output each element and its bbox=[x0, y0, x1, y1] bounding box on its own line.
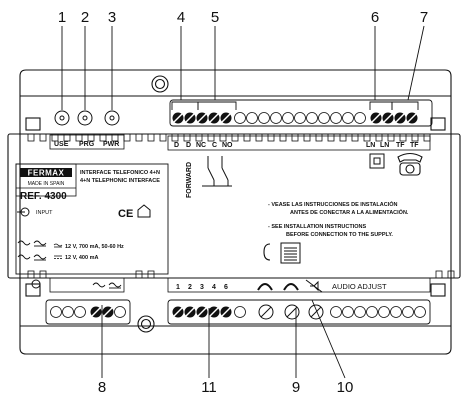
volume-arc-2-icon bbox=[283, 283, 299, 291]
made-in-text: MADE IN SPAIN bbox=[28, 181, 65, 187]
audio-pot-1 bbox=[258, 304, 274, 320]
bottom-right-terminal-block bbox=[167, 299, 431, 325]
lower-strip bbox=[49, 277, 431, 293]
label-card: FERMAX MADE IN SPAIN REF. 4300 INTERFACE… bbox=[15, 163, 169, 275]
terminal-label-ln2: LN bbox=[380, 142, 389, 149]
callout-7: 7 bbox=[420, 9, 428, 26]
product-name-en: 4+N TELEPHONIC INTERFACE bbox=[80, 178, 160, 184]
ac-symbol-icon bbox=[17, 240, 47, 261]
handset-icon bbox=[263, 243, 271, 261]
line-socket-icon bbox=[369, 153, 385, 169]
terminal-label-c: C bbox=[212, 142, 217, 149]
led-use bbox=[54, 110, 70, 126]
led-label-prg: PRG bbox=[79, 141, 95, 148]
relay-contact-symbol bbox=[202, 156, 232, 187]
terminal-label-nc: NC bbox=[196, 142, 206, 149]
bottom-terminal-6: 6 bbox=[224, 284, 228, 291]
bottom-terminal-3: 3 bbox=[200, 284, 204, 291]
note-en-line1: - SEE INSTALLATION INSTRUCTIONS bbox=[268, 224, 367, 230]
callout-4: 4 bbox=[177, 9, 185, 26]
power-ac-terminal-icon bbox=[92, 282, 122, 289]
bottom-terminal-2: 2 bbox=[188, 284, 192, 291]
callout-9: 9 bbox=[292, 379, 300, 396]
audio-adjust-label: AUDIO ADJUST bbox=[332, 282, 387, 291]
note-es-line2: ANTES DE CONECTAR A LA ALIMENTACIÓN. bbox=[290, 208, 409, 216]
callout-numbers: 1 2 3 4 5 6 7 8 11 9 10 bbox=[58, 9, 428, 396]
bottom-terminal-4: 4 bbox=[212, 284, 216, 291]
top-screws bbox=[172, 112, 418, 124]
terminal-label-no: NO bbox=[222, 142, 233, 149]
volume-arc-1-icon bbox=[257, 283, 273, 291]
brand-logo: FERMAX bbox=[28, 169, 65, 178]
led-label-use: USE bbox=[54, 141, 69, 148]
audio-adjust-icons bbox=[257, 283, 299, 291]
terminal-label-ln1: LN bbox=[366, 142, 375, 149]
input-arrow-icon bbox=[17, 207, 30, 217]
callout-11: 11 bbox=[201, 379, 217, 396]
monitor-icon bbox=[280, 242, 301, 264]
led-pwr bbox=[104, 110, 120, 126]
ce-mark: CE bbox=[118, 208, 133, 220]
dc-spec: 12 V, 400 mA bbox=[65, 255, 98, 261]
note-es-line1: - VEASE LAS INSTRUCCIONES DE INSTALACIÓN bbox=[268, 200, 397, 208]
power-input-icon bbox=[28, 279, 41, 289]
callout-5: 5 bbox=[211, 9, 219, 26]
callout-3: 3 bbox=[108, 9, 116, 26]
callout-10: 10 bbox=[337, 379, 354, 396]
indoor-use-icon bbox=[137, 204, 151, 218]
terminal-label-d2: D bbox=[186, 142, 191, 149]
ac-spec-icon bbox=[53, 243, 63, 248]
terminal-label-tf1: TF bbox=[396, 142, 405, 149]
terminal-label-tf2: TF bbox=[410, 142, 419, 149]
callout-2: 2 bbox=[81, 9, 89, 26]
top-terminal-block bbox=[169, 99, 433, 127]
callout-lines bbox=[61, 25, 425, 379]
audio-pot-2 bbox=[284, 304, 300, 320]
terminal-label-d1: D bbox=[174, 142, 179, 149]
callout-1: 1 bbox=[58, 9, 66, 26]
upper-vents bbox=[27, 133, 431, 142]
audio-pot-3 bbox=[308, 304, 324, 320]
bottom-terminal-1: 1 bbox=[176, 284, 180, 291]
dc-spec-icon bbox=[54, 255, 62, 259]
led-prg bbox=[77, 110, 93, 126]
led-label-pwr: PWR bbox=[103, 141, 119, 148]
ref-number: REF. 4300 bbox=[20, 191, 67, 202]
installation-notes: - VEASE LAS INSTRUCCIONES DE INSTALACIÓN… bbox=[268, 200, 409, 238]
ac-spec: 12 V, 700 mA, 50-60 Hz bbox=[65, 244, 124, 250]
forward-label: FORWARD bbox=[186, 162, 193, 198]
speaker-icon bbox=[305, 279, 323, 293]
callout-8: 8 bbox=[98, 379, 106, 396]
note-en-line2: BEFORE CONNECTION TO THE SUPPLY. bbox=[286, 232, 393, 238]
input-label: INPUT bbox=[36, 210, 53, 216]
lower-vents bbox=[27, 270, 455, 279]
callout-6: 6 bbox=[371, 9, 379, 26]
bottom-left-terminal-block bbox=[45, 299, 131, 325]
product-name-es: INTERFACE TELEFONICO 4+N bbox=[80, 170, 160, 176]
telephone-icon bbox=[397, 152, 423, 176]
status-leds bbox=[54, 110, 120, 126]
